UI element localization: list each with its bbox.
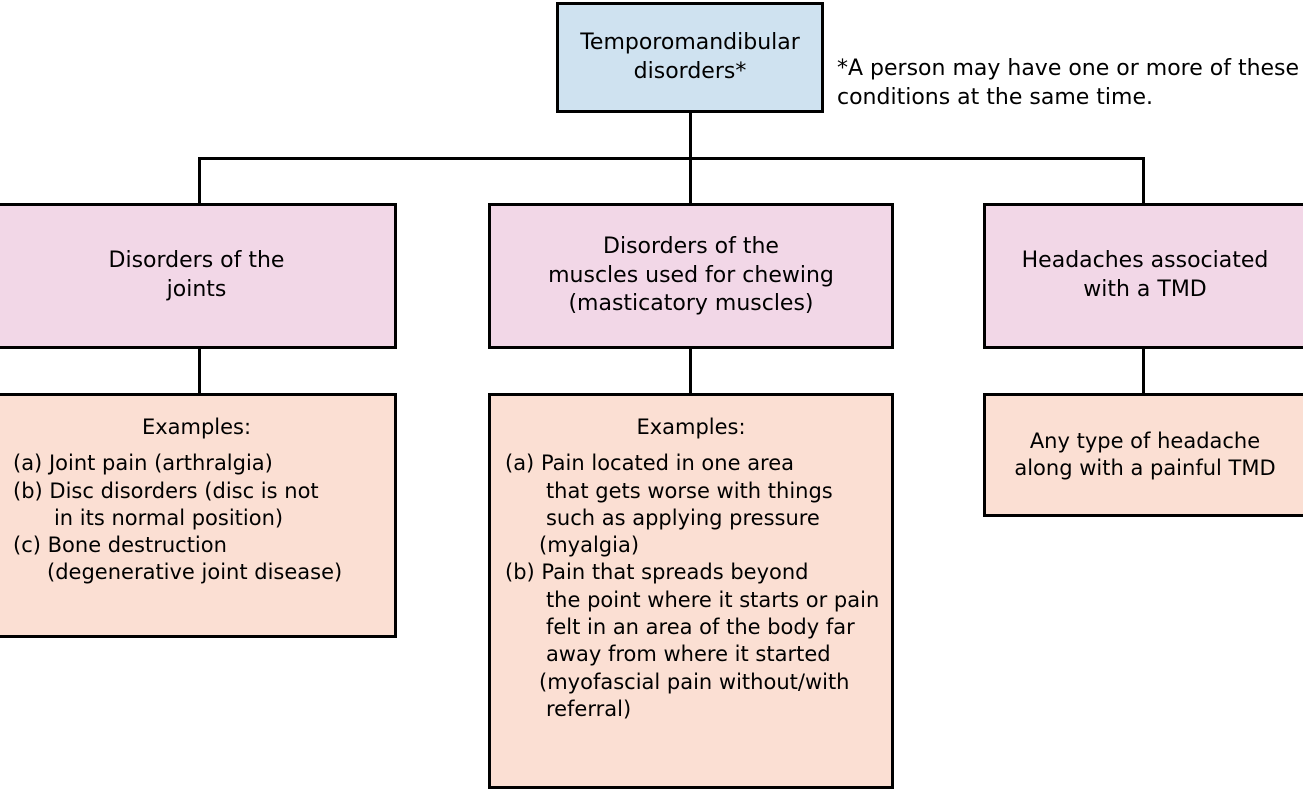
examples-joints-b-line-2: in its normal position) [53, 505, 284, 530]
examples-muscles-list: (a) Pain located in one area that gets w… [491, 450, 891, 723]
node-examples-headaches[interactable]: Any type of headache along with a painfu… [983, 393, 1303, 517]
examples-muscles-a-line-4: (myalgia) [539, 533, 640, 558]
footnote-line-1: *A person may have one or more of these [837, 56, 1300, 81]
examples-muscles-title: Examples: [636, 415, 746, 439]
root-label-line-1: Temporomandibular [580, 29, 800, 55]
list-item: (b) Disc disorders (disc is not in its n… [13, 478, 394, 533]
node-examples-muscles[interactable]: Examples: (a) Pain located in one area t… [488, 393, 894, 789]
examples-joints-b-line-1: (b) Disc disorders (disc is not [13, 478, 319, 503]
list-item: (a) Joint pain (arthralgia) [13, 450, 394, 477]
category-muscles-line-2: muscles used for chewing [548, 262, 834, 288]
examples-joints-list: (a) Joint pain (arthralgia) (b) Disc dis… [0, 450, 394, 586]
examples-muscles-b-line-4: away from where it started [545, 642, 831, 667]
footnote-line-2: conditions at the same time. [837, 85, 1153, 111]
connector-horizontal-bus [198, 157, 1145, 160]
node-disorders-of-masticatory-muscles[interactable]: Disorders of the muscles used for chewin… [488, 203, 894, 349]
examples-muscles-b-line-6: referral) [545, 696, 632, 721]
footnote: *A person may have one or more of these … [837, 54, 1303, 112]
category-headaches-line-1: Headaches associated [1021, 248, 1269, 274]
list-item: (a) Pain located in one area that gets w… [505, 450, 891, 559]
examples-joints-c-line-1: (c) Bone destruction [13, 533, 227, 558]
examples-muscles-a-line-2: that gets worse with things [545, 478, 833, 503]
examples-muscles-b-line-3: felt in an area of the body far [545, 615, 855, 640]
examples-joints-a-line-1: (a) Joint pain (arthralgia) [13, 451, 273, 476]
connector-drop-muscles [689, 157, 692, 204]
connector-headaches-to-examples [1142, 347, 1145, 395]
category-joints-line-2: joints [166, 277, 227, 302]
examples-joints-title: Examples: [141, 415, 252, 439]
category-muscles-line-3: (masticatory muscles) [568, 291, 814, 317]
connector-joints-to-examples [198, 347, 201, 395]
category-muscles-line-1: Disorders of the [603, 234, 779, 260]
category-joints-line-1: Disorders of the [108, 248, 285, 274]
node-headaches-associated-with-tmd[interactable]: Headaches associated with a TMD [983, 203, 1303, 349]
category-headaches-line-2: with a TMD [1083, 277, 1207, 302]
examples-muscles-a-line-1: (a) Pain located in one area [505, 451, 795, 476]
connector-muscles-to-examples [689, 347, 692, 395]
connector-root-stem [689, 113, 692, 159]
examples-headaches-line-2: along with a painful TMD [1014, 456, 1276, 480]
list-item: (b) Pain that spreads beyond the point w… [505, 559, 891, 723]
examples-muscles-b-line-1: (b) Pain that spreads beyond [505, 560, 809, 585]
examples-muscles-b-line-5: (myofascial pain without/with [539, 669, 850, 694]
node-temporomandibular-disorders[interactable]: Temporomandibular disorders* [556, 2, 824, 113]
node-examples-joints[interactable]: Examples: (a) Joint pain (arthralgia) (b… [0, 393, 397, 638]
examples-muscles-b-line-2: the point where it starts or pain [545, 587, 880, 612]
examples-muscles-a-line-3: such as applying pressure [545, 505, 820, 530]
connector-drop-joints [198, 157, 201, 204]
node-disorders-of-the-joints[interactable]: Disorders of the joints [0, 203, 397, 349]
examples-headaches-line-1: Any type of headache [1029, 428, 1261, 453]
connector-drop-headaches [1142, 157, 1145, 204]
list-item: (c) Bone destruction (degenerative joint… [13, 532, 394, 587]
examples-joints-c-line-2: (degenerative joint disease) [47, 560, 343, 585]
root-label-line-2: disorders* [633, 58, 747, 84]
